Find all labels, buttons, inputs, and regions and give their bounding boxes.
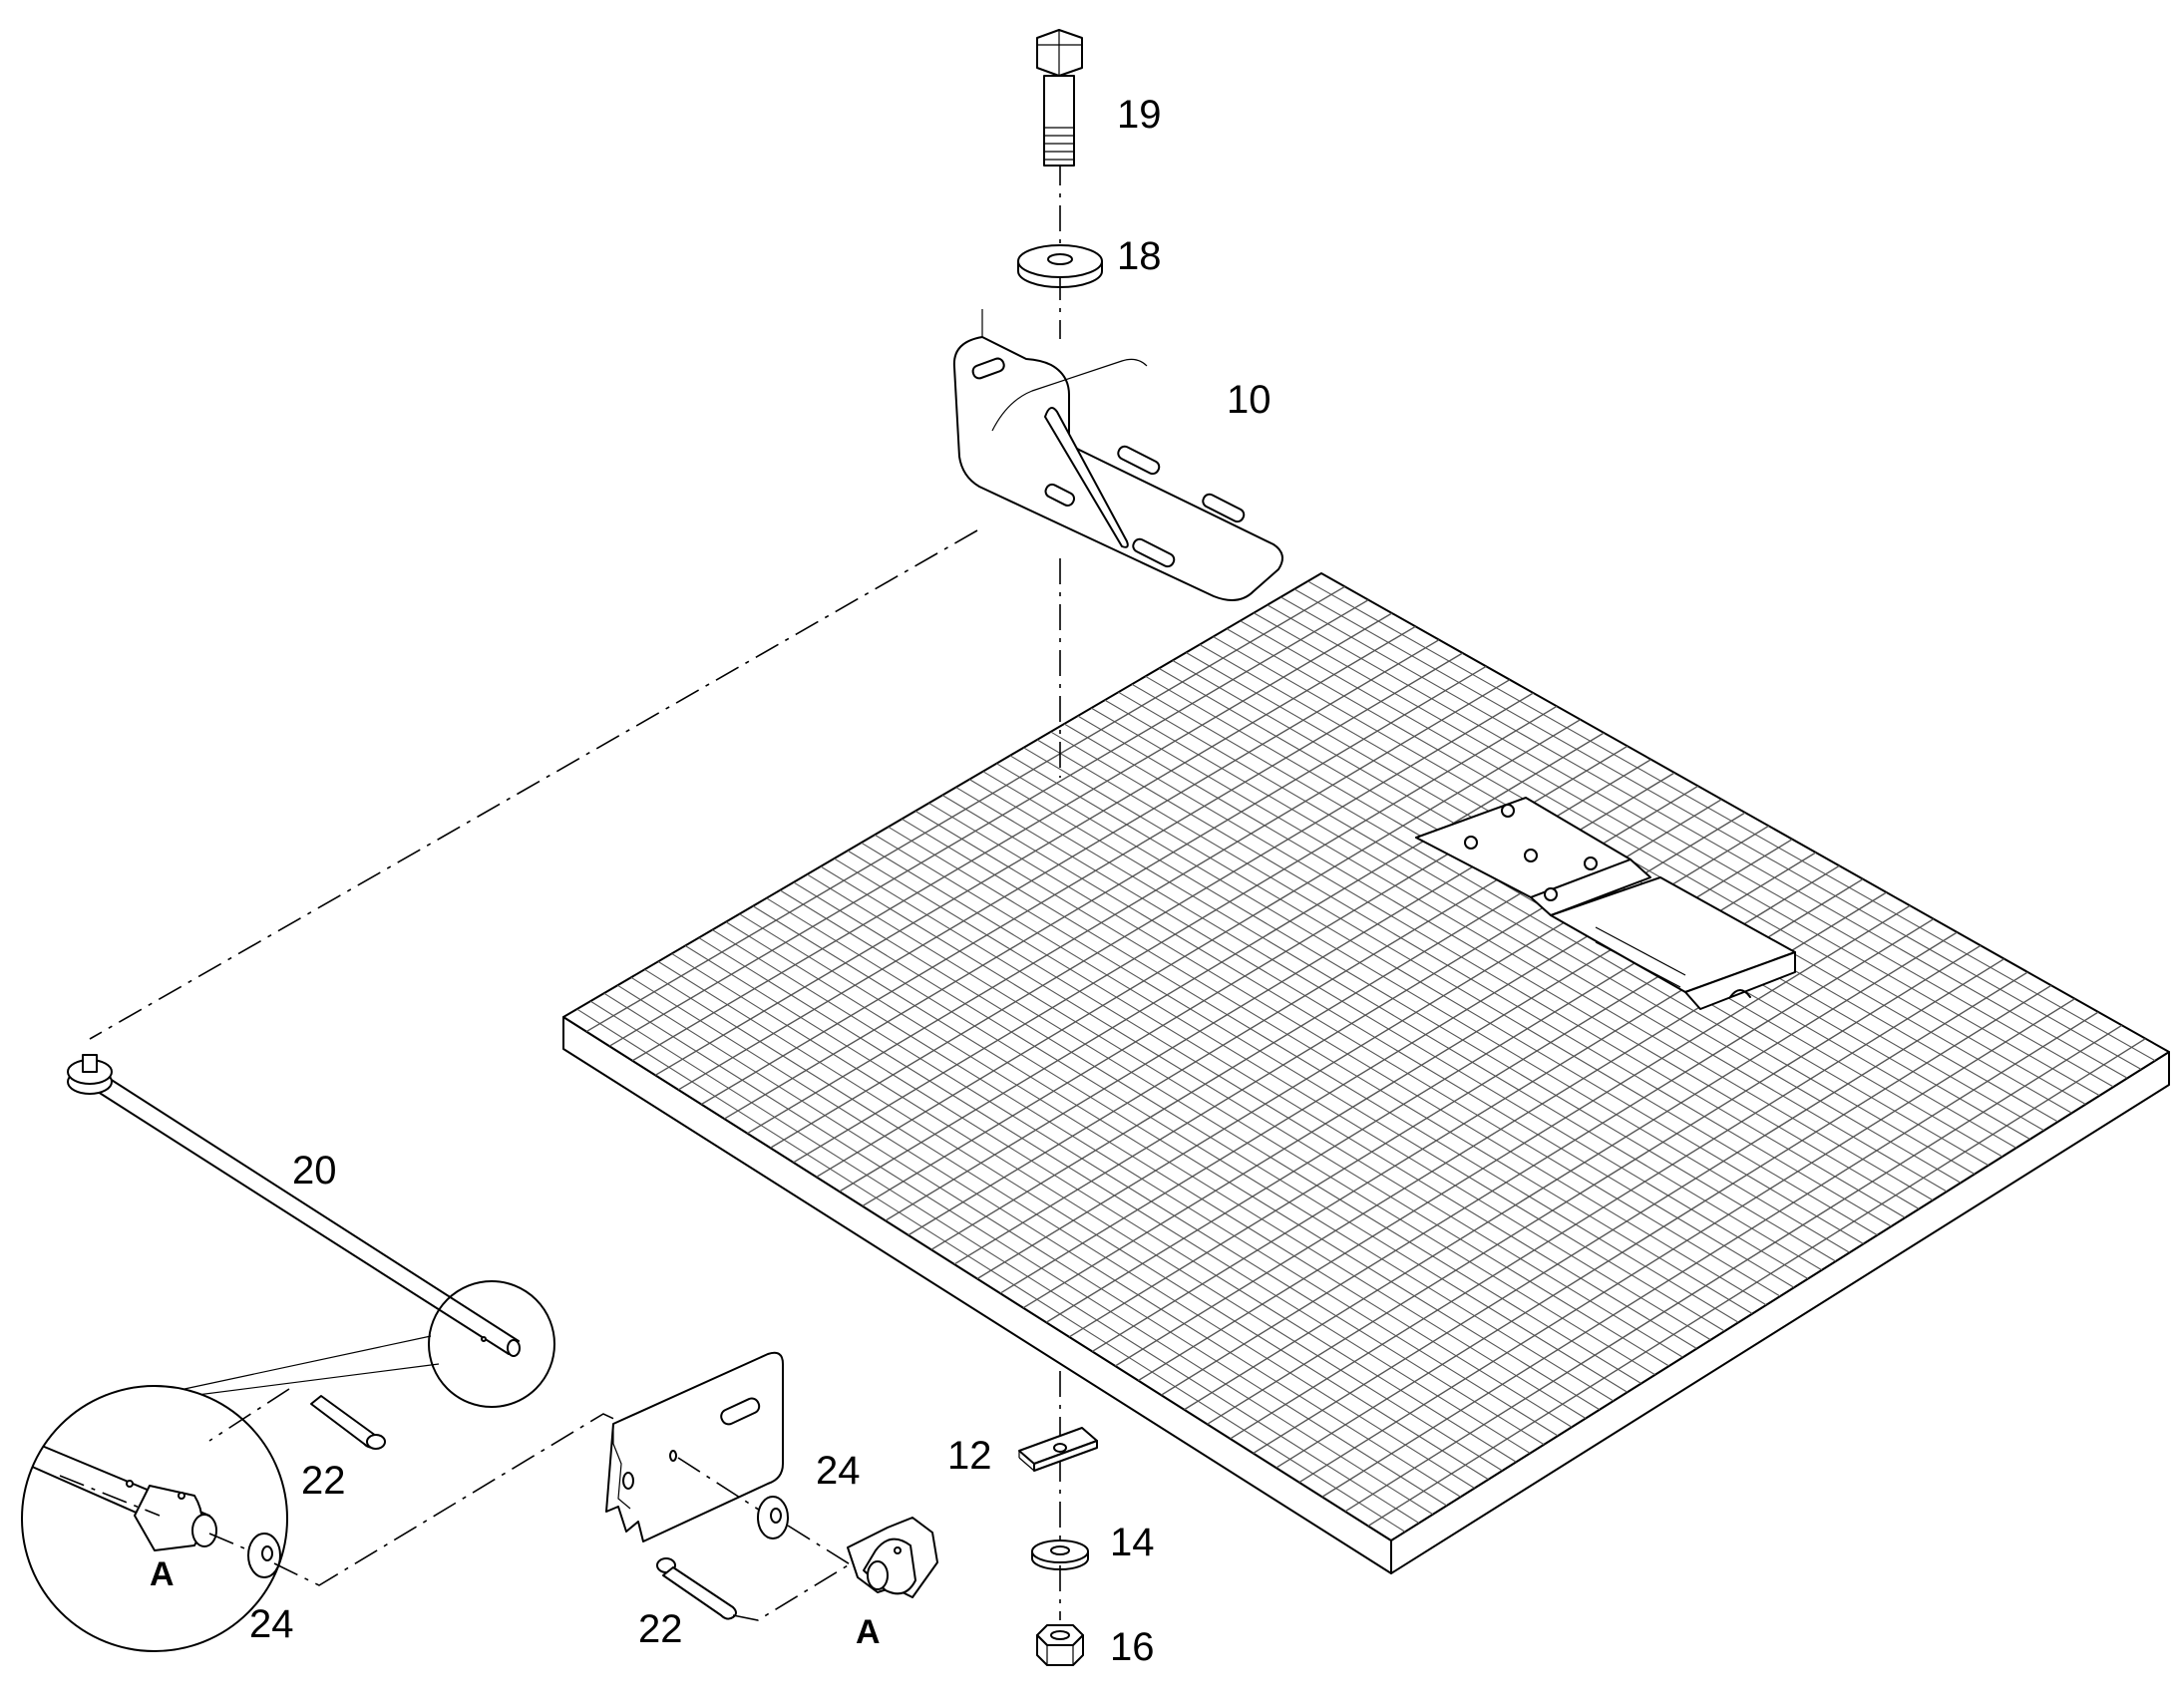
assembly-path-line xyxy=(787,1525,869,1576)
detail-reference-circle xyxy=(428,1280,555,1408)
small-washer xyxy=(757,1496,789,1539)
clevis-pin xyxy=(656,1557,737,1620)
detail-marker-a: A xyxy=(150,1555,175,1593)
angle-bracket xyxy=(952,309,1283,601)
detail-marker-a: A xyxy=(856,1613,881,1651)
detail-leader-line xyxy=(188,1363,440,1397)
small-washer xyxy=(247,1533,281,1578)
detail-leader-line xyxy=(183,1335,432,1390)
callout-22: 22 xyxy=(301,1459,346,1503)
assembly-path-line xyxy=(273,1413,619,1586)
callout-19: 19 xyxy=(1117,93,1162,137)
callout-14: 14 xyxy=(1110,1521,1155,1564)
clevis-pin xyxy=(310,1395,386,1450)
mounting-plate xyxy=(605,1351,784,1542)
hex-nut xyxy=(1036,1624,1084,1666)
callout-24: 24 xyxy=(249,1602,294,1646)
assembly-path-line xyxy=(732,1561,854,1621)
grating-mesh xyxy=(576,580,2156,1533)
callout-24: 24 xyxy=(816,1449,861,1493)
rod-end-detail xyxy=(847,1517,938,1598)
hex-bolt xyxy=(1036,29,1083,167)
flat-washer xyxy=(1017,244,1103,288)
grating-mounting-plate xyxy=(1415,797,1796,1010)
assembly-path-line xyxy=(89,529,978,1040)
callout-16: 16 xyxy=(1110,1625,1155,1669)
enlarged-detail-view xyxy=(21,1385,288,1652)
callout-22: 22 xyxy=(638,1607,683,1651)
callout-12: 12 xyxy=(947,1434,992,1478)
callout-20: 20 xyxy=(292,1149,337,1193)
grating-panel xyxy=(562,572,2170,1574)
assembly-path-line xyxy=(677,1457,769,1517)
assembly-path-line xyxy=(208,1533,250,1551)
callout-18: 18 xyxy=(1117,234,1162,278)
callout-10: 10 xyxy=(1227,378,1272,422)
rod xyxy=(67,1054,521,1357)
clip-nut xyxy=(1018,1427,1098,1472)
lock-washer xyxy=(1031,1539,1089,1570)
assembly-path-line xyxy=(208,1388,290,1442)
